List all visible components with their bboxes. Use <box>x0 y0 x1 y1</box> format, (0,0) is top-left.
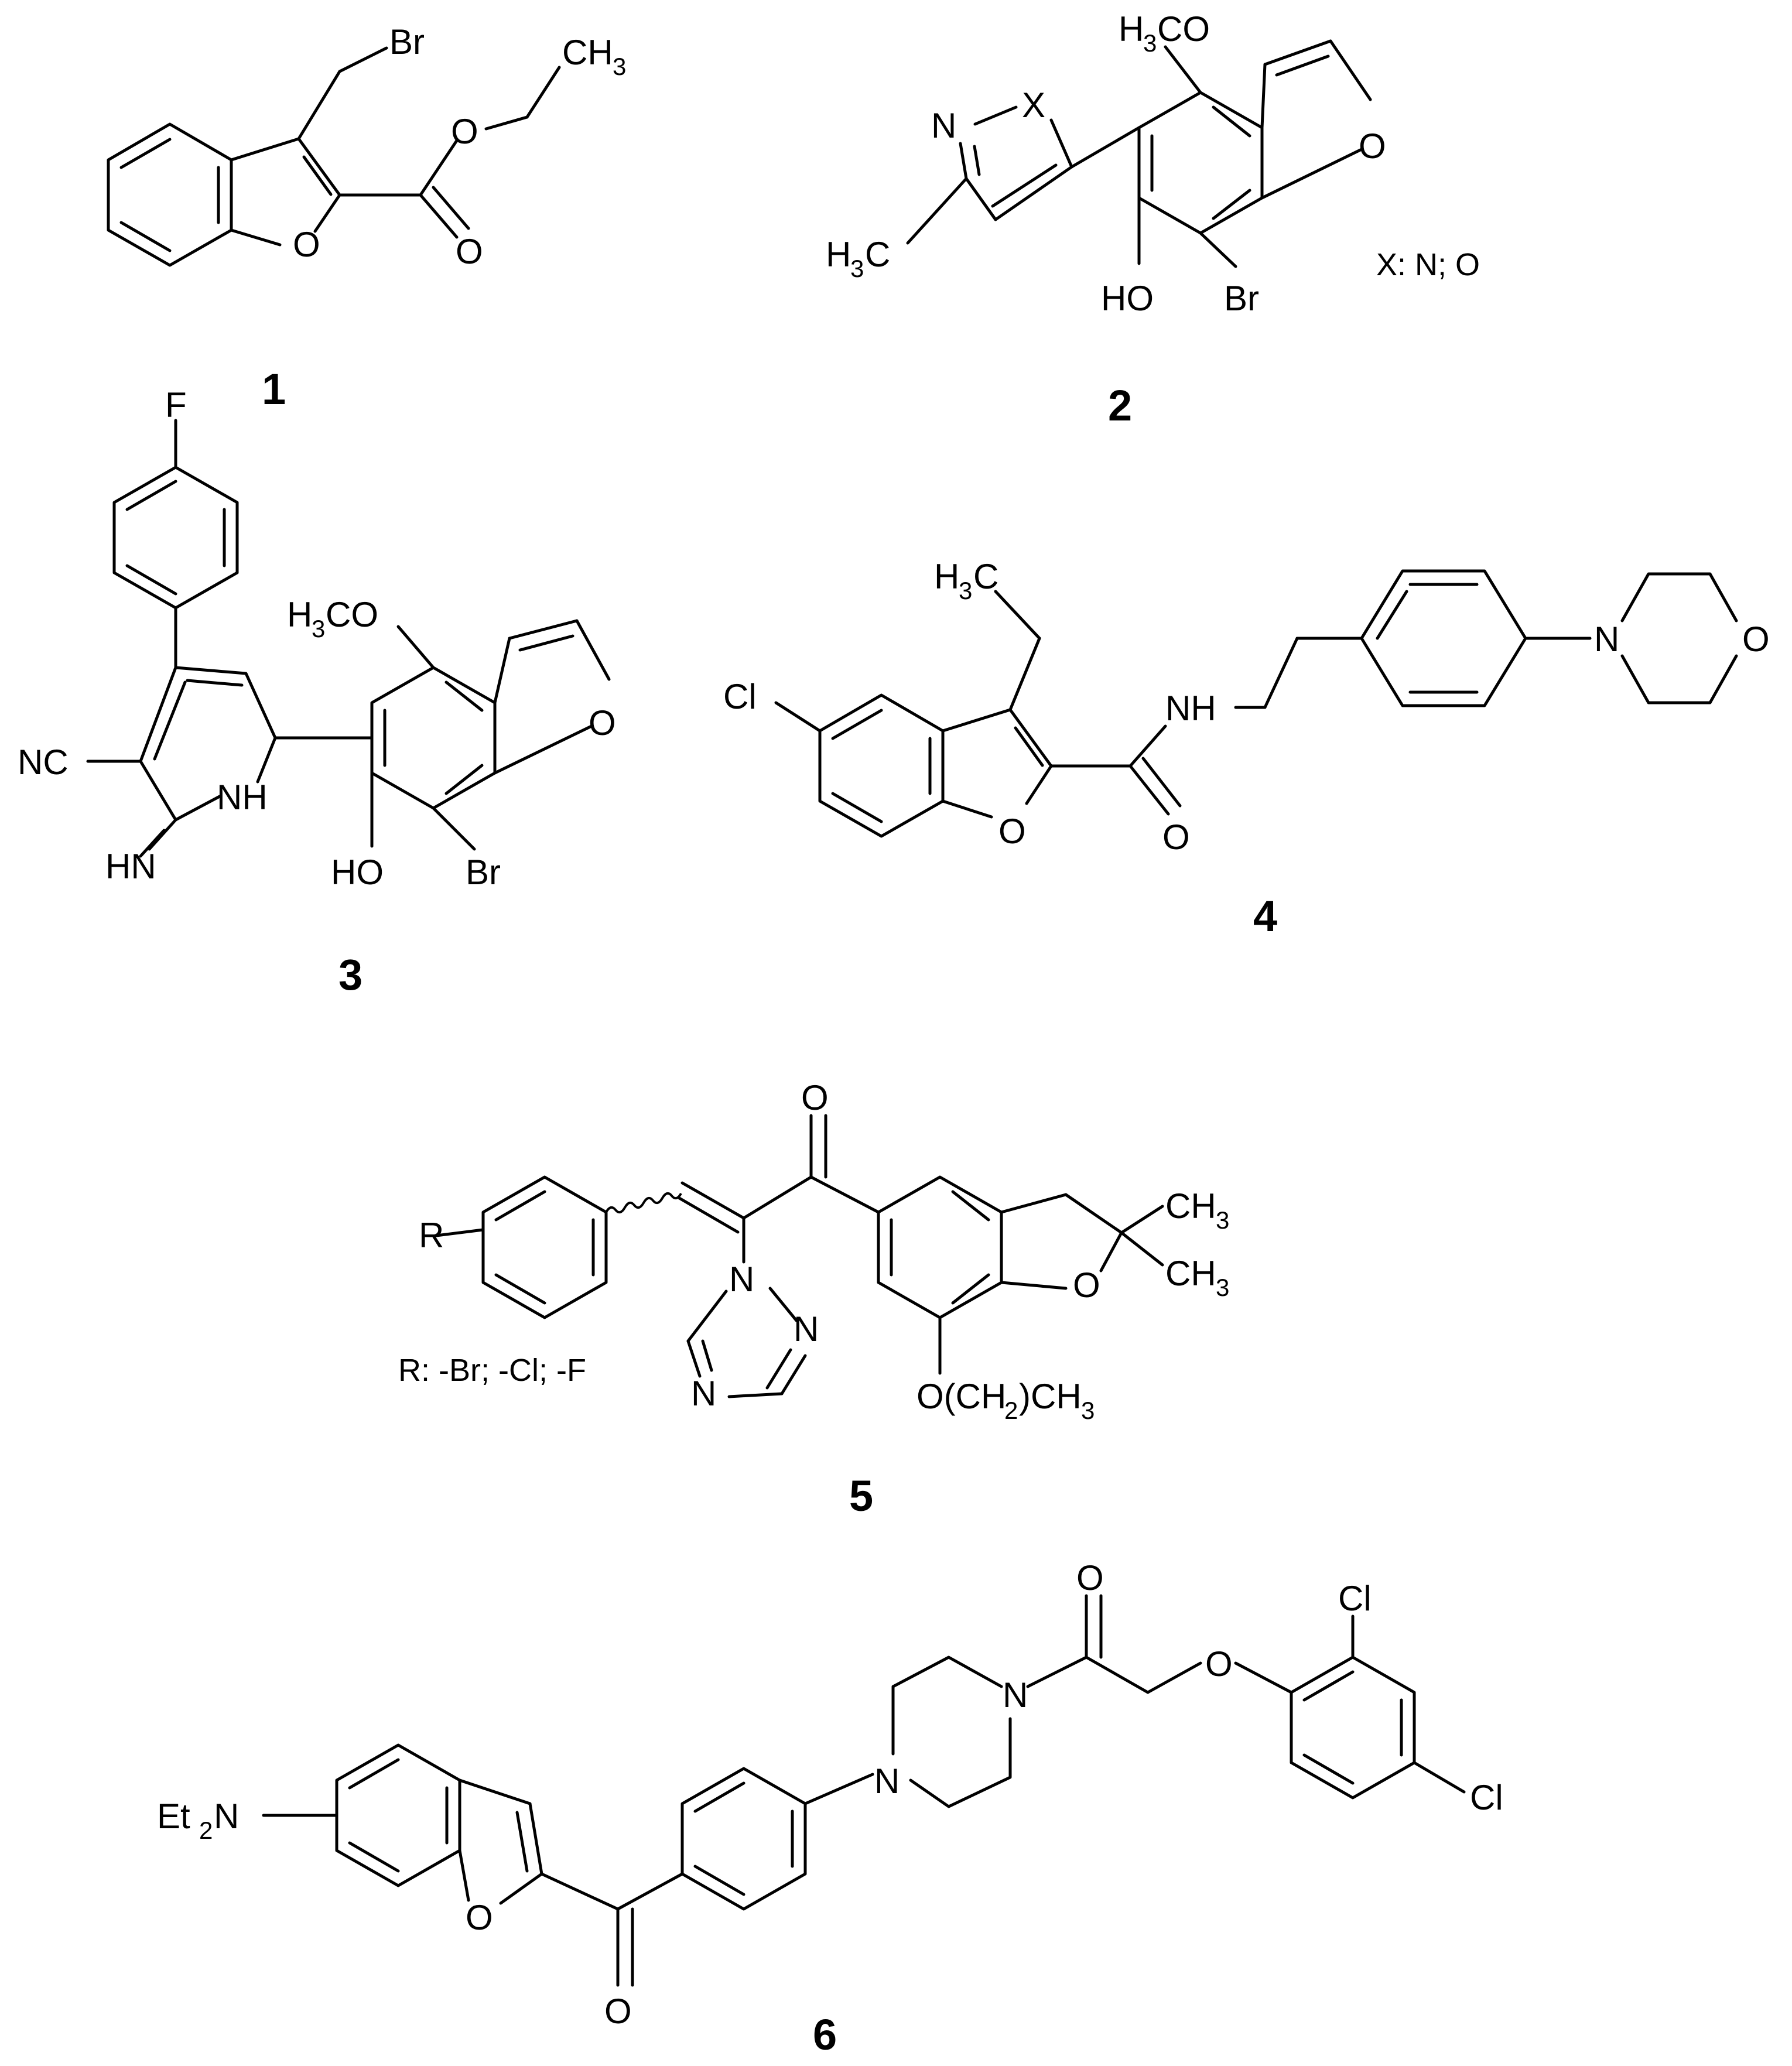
compound-number-1: 1 <box>262 365 286 413</box>
x-substituent-note: X: N; O <box>1376 247 1480 282</box>
subscript-label: 3 <box>613 53 626 80</box>
ether-oxygen-label: O <box>1205 1644 1233 1684</box>
chlorine-label: Cl <box>1470 1778 1503 1817</box>
compound-number-4: 4 <box>1253 892 1277 940</box>
compound-number-6: 6 <box>813 2010 837 2059</box>
oxygen-label: O <box>604 1992 632 2031</box>
fluorine-label: F <box>165 385 187 425</box>
subscript-label: 3 <box>850 255 864 282</box>
subscript-label: 3 <box>312 615 325 642</box>
compound-number-5: 5 <box>849 1472 873 1520</box>
methyl-ch-label: CH <box>1165 1254 1216 1293</box>
compound-number-3: 3 <box>338 950 362 999</box>
x-heteroatom-label: X <box>1022 85 1045 125</box>
oxygen-label: O <box>466 1898 493 1937</box>
r-substituent-note: R: -Br; -Cl; -F <box>398 1353 586 1388</box>
nitrogen-label: N <box>729 1260 754 1299</box>
methyl-ch-label: CH <box>1165 1186 1216 1226</box>
r-group-label: R <box>419 1216 444 1255</box>
bromine-label: Br <box>466 853 501 892</box>
oxygen-label: O <box>1073 1265 1100 1305</box>
ethyl-h-label: H <box>934 557 959 596</box>
propoxy-label-b: ) <box>1019 1377 1031 1416</box>
nitrogen-label: N <box>931 106 956 145</box>
hydroxy-label: HO <box>331 853 384 892</box>
nitrogen-label: N <box>794 1309 819 1349</box>
subscript-label: 2 <box>1004 1397 1018 1424</box>
oxygen-label: O <box>998 812 1026 851</box>
chlorine-label: Cl <box>723 677 757 716</box>
methyl-c-label: C <box>865 235 890 274</box>
subscript-label: 2 <box>199 1817 213 1844</box>
nitrile-label: NC <box>18 743 69 782</box>
compound-3-structure <box>86 419 611 858</box>
oxygen-label: O <box>589 703 616 743</box>
hydroxy-label: HO <box>1101 279 1154 318</box>
amide-nh-label: NH <box>1165 689 1216 728</box>
methyl-h-label: H <box>826 235 851 274</box>
oxygen-label: O <box>451 112 478 151</box>
methoxy-co-label: CO <box>326 595 378 634</box>
bromine-label: Br <box>1224 279 1259 318</box>
oxygen-label: O <box>1359 126 1386 166</box>
oxygen-label: O <box>456 232 483 271</box>
oxygen-label: O <box>1076 1558 1104 1598</box>
imine-label: HN <box>105 847 156 886</box>
bromine-label: Br <box>389 22 425 61</box>
compound-5-structure <box>435 1114 1164 1398</box>
nitrogen-label: N <box>874 1761 900 1801</box>
diethylamino-n-label: N <box>214 1797 239 1836</box>
compound-6-structure <box>262 1594 1466 1987</box>
subscript-label: 3 <box>959 577 972 604</box>
ethyl-c-label: C <box>973 557 998 596</box>
compound-number-2: 2 <box>1108 381 1132 430</box>
nitrogen-label: N <box>691 1374 716 1413</box>
subscript-label: 3 <box>1143 29 1157 57</box>
methyl-ch-label: CH <box>1031 1377 1082 1416</box>
methoxy-h-label: H <box>287 595 312 634</box>
chlorine-label: Cl <box>1338 1579 1372 1618</box>
subscript-label: 3 <box>1081 1397 1095 1424</box>
nh-label: NH <box>217 778 268 817</box>
subscript-label: 3 <box>1216 1206 1229 1234</box>
compound-1-structure <box>107 46 561 267</box>
oxygen-label: O <box>293 225 320 264</box>
oxygen-label: O <box>1162 817 1190 857</box>
oxygen-label: O <box>801 1078 829 1117</box>
nitrogen-label: N <box>1003 1675 1028 1715</box>
methoxy-h-label: H <box>1119 9 1144 49</box>
compound-4-structure <box>774 569 1738 838</box>
nitrogen-label: N <box>1594 620 1619 659</box>
diethylamino-et-label: Et <box>157 1797 190 1836</box>
methyl-ch-label: CH <box>562 33 613 72</box>
propoxy-label-a: O(CH <box>916 1377 1006 1416</box>
subscript-label: 3 <box>1216 1274 1229 1301</box>
compound-2-structure <box>906 39 1372 268</box>
oxygen-label: O <box>1742 620 1770 659</box>
methoxy-co-label: CO <box>1157 9 1210 49</box>
